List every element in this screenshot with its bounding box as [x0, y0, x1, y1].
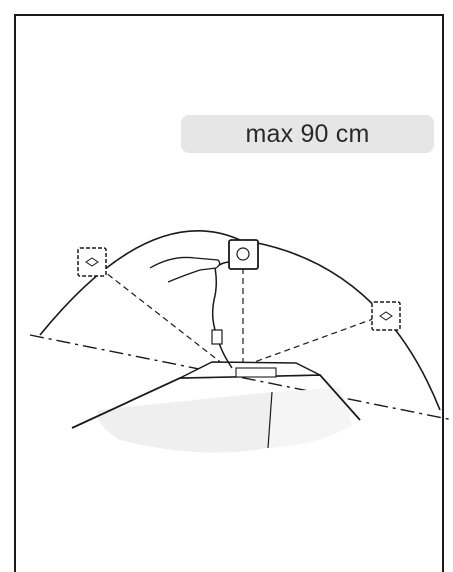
reach-line-left: [91, 261, 229, 369]
socket-left-plug-icon: [85, 257, 99, 267]
diagram-frame: [14, 14, 444, 572]
socket-center-face: [236, 247, 250, 261]
socket-right: [371, 301, 401, 331]
hand: [149, 256, 221, 283]
socket-center: [228, 239, 259, 270]
socket-left: [77, 247, 107, 277]
socket-right-plug-icon: [379, 311, 393, 321]
hood-shade-right: [268, 388, 352, 448]
ceiling-line: [29, 334, 453, 421]
hood-shade: [97, 392, 272, 453]
reach-line-right: [237, 314, 385, 369]
cable-plug: [211, 329, 223, 345]
distance-label-badge: max 90 cm: [181, 115, 434, 153]
distance-label: max 90 cm: [245, 119, 370, 148]
power-cable: [211, 261, 233, 369]
hood-edge: [267, 391, 273, 449]
hood-top-opening: [235, 367, 277, 378]
